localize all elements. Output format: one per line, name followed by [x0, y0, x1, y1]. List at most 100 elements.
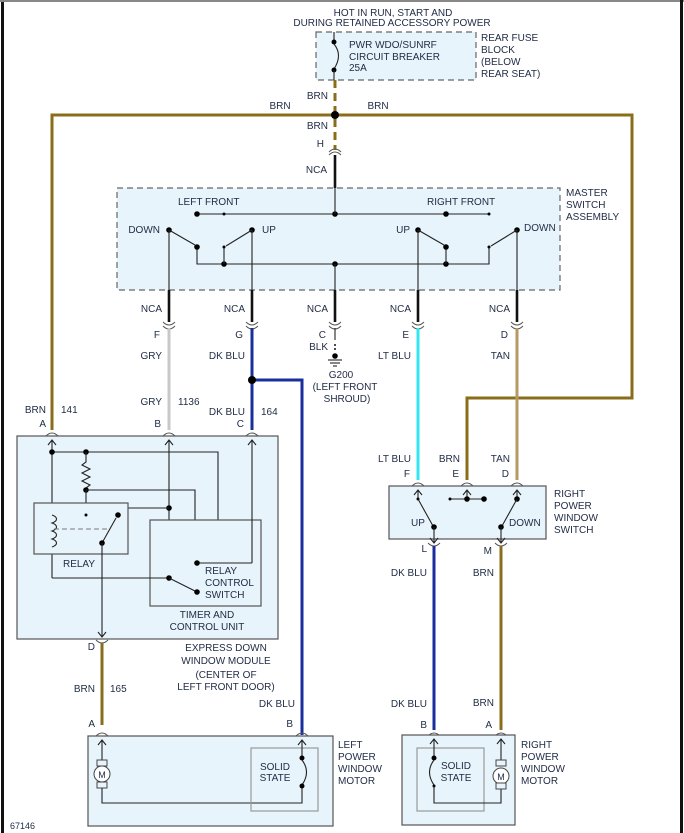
- left-solid-state-2: STATE: [260, 773, 291, 784]
- left-power-window-motor: [87, 735, 334, 827]
- ground-icon: [328, 353, 342, 367]
- module-name-3: (CENTER OF: [195, 670, 256, 681]
- wire-label-blk: BLK: [309, 342, 328, 353]
- wire-label-gry-top: GRY: [141, 351, 163, 362]
- rf-up-label: UP: [396, 225, 410, 236]
- lf-down-switch-icon: [166, 227, 200, 290]
- rsw-up-switch-icon: [416, 497, 439, 544]
- timer-label-1: TIMER AND: [180, 610, 234, 621]
- fuse-block-label-4: REAR SEAT): [481, 69, 540, 80]
- lf-up-label: UP: [262, 225, 276, 236]
- left-motor-label-2: POWER: [338, 752, 376, 763]
- right-motor-icon: M: [492, 759, 510, 790]
- circuit-1136: 1136: [178, 397, 200, 408]
- right-solid-state-2: STATE: [441, 773, 472, 784]
- wire-label-gry-bottom: GRY: [141, 397, 163, 408]
- rf-up-switch-icon: [415, 227, 449, 290]
- rsw-title-1: RIGHT: [554, 489, 585, 500]
- rear-fuse-block: [315, 31, 477, 81]
- connector-h: [328, 148, 342, 156]
- module-name-4: LEFT FRONT DOOR): [177, 682, 274, 693]
- left-motor-label-1: LEFT: [338, 740, 362, 751]
- pin-a-module: A: [39, 419, 46, 430]
- wire-label-nca-h: NCA: [306, 165, 327, 176]
- wire-label-nca-f: NCA: [141, 304, 162, 315]
- pin-b-right-motor: B: [420, 720, 427, 731]
- wire-label-dkblu-rm: DK BLU: [391, 699, 427, 710]
- wire-label-ltblu-bottom: LT BLU: [378, 454, 411, 465]
- relay-label: RELAY: [63, 559, 95, 570]
- right-solid-state-1: SOLID: [441, 761, 471, 772]
- splice-brn: [331, 111, 339, 119]
- master-switch-title-3: ASSEMBLY: [566, 212, 619, 223]
- wire-label-tan-bottom: TAN: [491, 454, 510, 465]
- module-name-2: WINDOW MODULE: [181, 656, 271, 667]
- wire-label-brn-right: BRN: [367, 101, 388, 112]
- wire-label-brn-rsw: BRN: [473, 568, 494, 579]
- timer-label-2: CONTROL UNIT: [170, 622, 245, 633]
- lf-up-switch-icon: [222, 227, 255, 290]
- breaker-label-3: 25A: [349, 63, 367, 74]
- pin-c-master: C: [319, 330, 326, 341]
- pin-g-master: G: [235, 330, 243, 341]
- rsw-connectors-top: [411, 482, 524, 487]
- wire-brn-left: [50, 113, 335, 430]
- ground-location-2: SHROUD): [324, 394, 371, 405]
- circuit-164: 164: [261, 407, 278, 418]
- pin-c-module: C: [237, 419, 244, 430]
- right-front-label: RIGHT FRONT: [427, 197, 495, 208]
- wire-label-brn-141: BRN: [25, 405, 46, 416]
- rf-down-switch-icon: [487, 227, 520, 290]
- pin-e-master: E: [402, 330, 409, 341]
- wire-label-nca-g: NCA: [224, 304, 245, 315]
- right-motor-label-1: RIGHT: [521, 740, 552, 751]
- rf-down-label: DOWN: [524, 223, 556, 234]
- rcs-label-3: SWITCH: [205, 590, 244, 601]
- rsw-title-3: WINDOW: [554, 513, 598, 524]
- pin-f-master: F: [154, 330, 160, 341]
- module-connectors: [45, 432, 259, 437]
- pin-f-rsw: F: [404, 469, 410, 480]
- wire-label-nca-d: NCA: [489, 304, 510, 315]
- wire-label-dkblu-rsw: DK BLU: [391, 568, 427, 579]
- wire-label-brn-left: BRN: [269, 101, 290, 112]
- lf-down-label: DOWN: [128, 225, 160, 236]
- wire-label-brn-e: BRN: [439, 454, 460, 465]
- wire-label-brn-top: BRN: [307, 91, 328, 102]
- rcs-label-2: CONTROL: [205, 578, 254, 589]
- circuit-165: 165: [110, 684, 127, 695]
- relay-coil-icon: [50, 514, 58, 548]
- master-connectors: [162, 321, 524, 330]
- wire-label-brn-below-splice: BRN: [307, 121, 328, 132]
- circuit-141: 141: [61, 405, 78, 416]
- breaker-label-2: CIRCUIT BREAKER: [349, 52, 440, 63]
- diagram-id: 67146: [10, 821, 35, 831]
- left-motor-icon: M: [93, 759, 111, 789]
- left-solid-state-1: SOLID: [260, 762, 290, 773]
- left-front-label: LEFT FRONT: [178, 197, 239, 208]
- rcs-label-1: RELAY: [205, 566, 237, 577]
- wire-label-dkblu-bottom: DK BLU: [209, 407, 245, 418]
- master-switch-title-1: MASTER: [566, 188, 608, 199]
- rsw-title-4: SWITCH: [554, 525, 593, 536]
- ground-id: G200: [329, 370, 354, 381]
- wire-label-brn-rm: BRN: [473, 698, 494, 709]
- master-switch-title-2: SWITCH: [566, 200, 605, 211]
- wire-dkblu-left-motor: [252, 378, 304, 735]
- pin-d-rsw: D: [502, 469, 509, 480]
- right-motor-label-4: MOTOR: [521, 776, 558, 787]
- pin-b-module: B: [154, 419, 161, 430]
- wire-label-dkblu-lm: DK BLU: [259, 699, 295, 710]
- wire-label-brn-165: BRN: [74, 684, 95, 695]
- svg-text:M: M: [98, 770, 106, 780]
- rsw-down-label: DOWN: [509, 518, 541, 529]
- circuit-breaker-icon: [331, 32, 340, 80]
- wire-label-tan-top: TAN: [491, 351, 510, 362]
- pin-l-rsw: L: [421, 544, 427, 555]
- power-label-2: DURING RETAINED ACCESSORY POWER: [293, 18, 490, 29]
- breaker-label-1: PWR WDO/SUNRF: [349, 40, 437, 51]
- left-solid-state: [250, 747, 319, 812]
- master-switch-assembly: [116, 187, 561, 291]
- splice-dkblu: [248, 376, 256, 384]
